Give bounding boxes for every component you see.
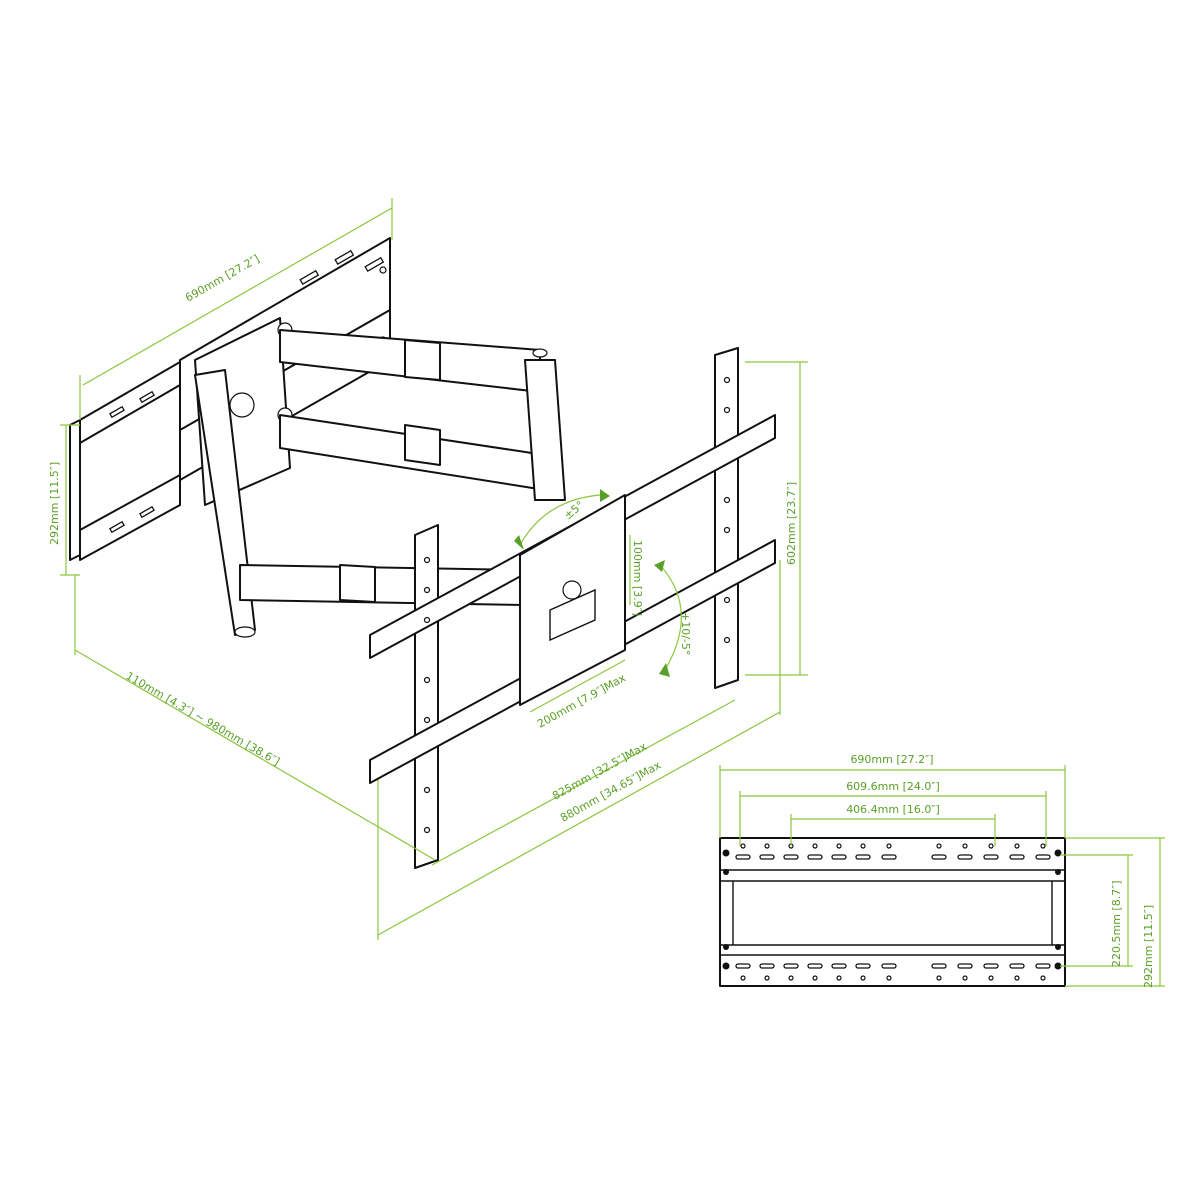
- mount-slot: [1035, 963, 1051, 969]
- left-vertical-rail: [414, 524, 439, 869]
- mount-hole: [812, 843, 818, 849]
- tilt-label: +10/-5°: [679, 612, 692, 655]
- swivel-arc: [519, 494, 601, 546]
- front-view: [719, 837, 1066, 987]
- vesa-min-label: 100mm [3.9″]: [631, 540, 644, 616]
- mount-slot: [1009, 963, 1025, 969]
- mount-slot: [881, 963, 897, 969]
- center-bracket-hole: [229, 392, 255, 418]
- rail-span-outer-line: [377, 711, 781, 936]
- mount-hole: [936, 843, 942, 849]
- wall-plate-width-label: 690mm [27.2″]: [183, 252, 262, 304]
- extension-line: [74, 649, 436, 861]
- mount-hole: [988, 843, 994, 849]
- corner-bolt: [1055, 944, 1061, 950]
- mount-slot: [931, 963, 947, 969]
- hole-spacing-vertical-label: 220.5mm [8.7″]: [1110, 880, 1123, 967]
- front-view-top-slots: [735, 843, 1051, 860]
- overall-height-label: 292mm [11.5″]: [1142, 905, 1155, 988]
- corner-bolt: [1054, 849, 1062, 857]
- mount-slot: [807, 854, 823, 860]
- mount-slot: [807, 963, 823, 969]
- mount-slot: [855, 963, 871, 969]
- mount-slot: [881, 854, 897, 860]
- mount-hole: [1014, 975, 1020, 981]
- mount-slot: [931, 854, 947, 860]
- front-view-bottom-slots: [735, 963, 1051, 981]
- mount-hole: [1040, 843, 1046, 849]
- mount-slot: [735, 963, 751, 969]
- hole-spacing-outer-label: 609.6mm [24.0″]: [846, 780, 940, 793]
- mount-hole: [1014, 843, 1020, 849]
- rail-holes: [423, 376, 731, 834]
- lower-arm-clamp: [339, 564, 376, 603]
- mount-hole: [764, 975, 770, 981]
- tv-bracket: [369, 347, 776, 869]
- mount-slot: [735, 854, 751, 860]
- tilt-arc: [659, 564, 682, 671]
- wall-plate-lower-lip: [79, 474, 181, 561]
- mount-slot: [783, 963, 799, 969]
- wall-plate-width-line: [82, 207, 393, 386]
- overall-width-label: 690mm [27.2″]: [850, 753, 933, 766]
- extension-label: 110mm [4.3″] ~ 980mm [38.6″]: [124, 669, 282, 768]
- mount-hole: [962, 843, 968, 849]
- mount-slot: [1009, 854, 1025, 860]
- mount-slot: [957, 963, 973, 969]
- mount-hole: [860, 843, 866, 849]
- mount-hole: [740, 843, 746, 849]
- mount-hole: [1040, 975, 1046, 981]
- corner-bolt: [722, 962, 730, 970]
- mount-hole: [886, 843, 892, 849]
- vesa-plate-slot: [549, 588, 596, 642]
- upper-arm-clamp: [404, 339, 441, 381]
- upper-arm-end-cap: [532, 348, 548, 358]
- mount-slot: [855, 854, 871, 860]
- vesa-plate-hole: [562, 580, 582, 600]
- mount-hole: [886, 975, 892, 981]
- rail-height-label: 602mm [23.7″]: [785, 482, 798, 565]
- mount-hole: [812, 975, 818, 981]
- corner-bolt: [1054, 962, 1062, 970]
- mount-hole: [988, 975, 994, 981]
- mount-hole: [764, 843, 770, 849]
- wall-plate-edge: [69, 419, 81, 561]
- vesa-h-max-line: [529, 659, 626, 713]
- corner-bolt: [1055, 869, 1061, 875]
- mount-hole: [788, 975, 794, 981]
- mount-hole: [936, 975, 942, 981]
- corner-bolt: [723, 944, 729, 950]
- mount-slot: [831, 854, 847, 860]
- outer-elbow: [524, 359, 566, 501]
- mount-hole: [740, 975, 746, 981]
- mount-hole: [962, 975, 968, 981]
- mount-slot: [957, 854, 973, 860]
- wall-plate-height-label: 292mm [11.5″]: [48, 462, 61, 545]
- middle-arm-clamp: [404, 424, 441, 466]
- corner-bolt: [722, 849, 730, 857]
- mount-slot: [983, 963, 999, 969]
- mount-hole: [860, 975, 866, 981]
- hole-spacing-inner-label: 406.4mm [16.0″]: [846, 803, 940, 816]
- mount-slot: [983, 854, 999, 860]
- mount-hole: [836, 843, 842, 849]
- mount-slot: [831, 963, 847, 969]
- corner-bolt: [723, 869, 729, 875]
- mount-hole: [836, 975, 842, 981]
- lower-arm-end-cap: [234, 626, 256, 638]
- mount-slot: [783, 854, 799, 860]
- rail-span-inner-line: [431, 699, 736, 866]
- front-view-outline: [719, 837, 1066, 987]
- mount-slot: [759, 963, 775, 969]
- wall-plate-upper-lip: [79, 361, 181, 444]
- mount-slot: [1035, 854, 1051, 860]
- front-view-dimensions: 690mm [27.2″] 609.6mm [24.0″] 406.4mm [1…: [719, 753, 1165, 988]
- wall-plate-slots: [109, 249, 387, 534]
- mount-slot: [759, 854, 775, 860]
